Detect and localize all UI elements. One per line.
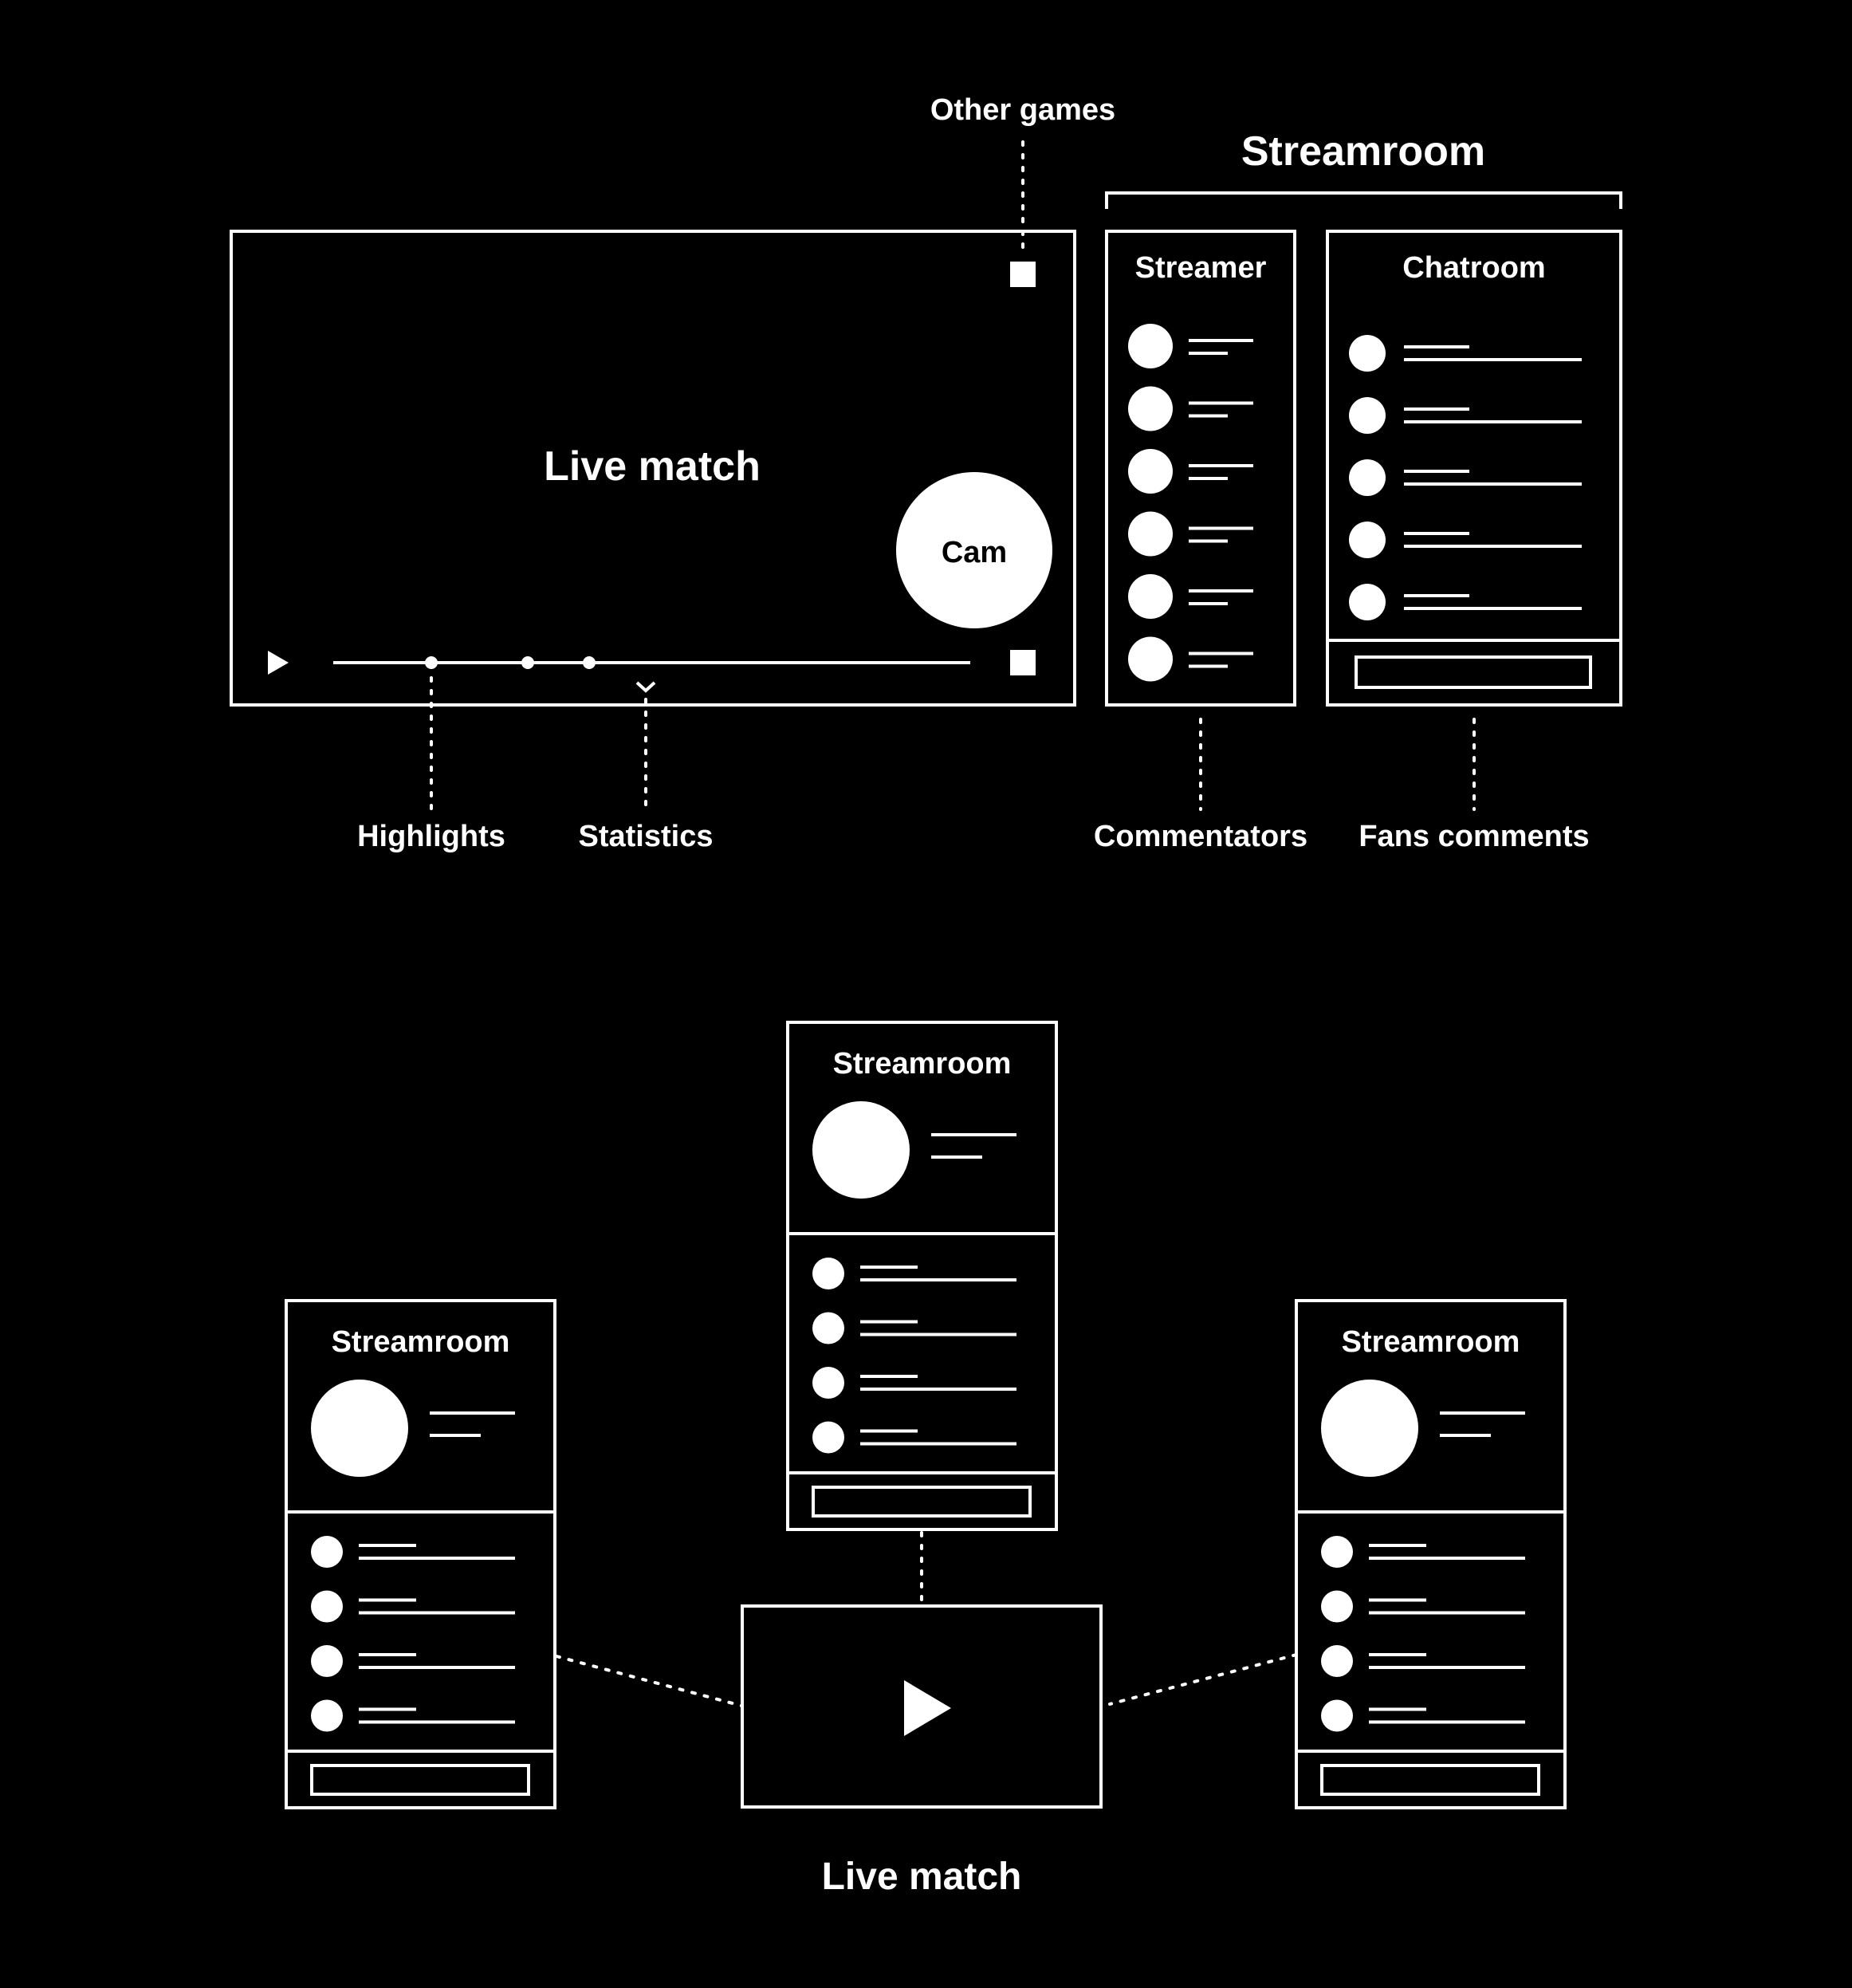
chat-message-row [311,1645,515,1677]
avatar [1349,584,1386,620]
commentators-label: Commentators [1094,820,1307,853]
avatar [1349,397,1386,434]
streamroom-bracket [1105,191,1622,209]
cam-bubble[interactable]: Cam [896,472,1052,628]
avatar [1128,574,1173,619]
fans-comments-label: Fans comments [1359,820,1589,853]
statistics-chevron-down-icon[interactable] [635,681,656,693]
avatar [1349,335,1386,372]
avatar [1321,1536,1353,1568]
other-games-label: Other games [930,93,1115,127]
connector-right [1108,1653,1298,1706]
avatar [812,1312,844,1344]
live-match-title: Live match [544,443,761,490]
chat-message-row [311,1699,515,1732]
streamroom-card[interactable]: Streamroom [285,1299,556,1809]
chat-message-row [1349,522,1582,558]
avatar [311,1536,343,1568]
streamroom-group-label: Streamroom [1241,128,1485,175]
chat-message-row [812,1367,1016,1399]
chat-input[interactable] [812,1486,1032,1518]
chat-message-row [812,1258,1016,1289]
chat-input[interactable] [1320,1764,1540,1796]
avatar [812,1258,844,1289]
chat-message-row [1321,1536,1525,1568]
play-icon[interactable] [904,1680,951,1736]
streamroom-card-title: Streamroom [332,1325,510,1359]
chat-message-row [1349,397,1582,434]
avatar [1128,386,1173,431]
chat-message-row [812,1421,1016,1454]
avatar [1349,459,1386,496]
chat-message-row [1321,1590,1525,1623]
streamer-row[interactable] [1128,574,1253,619]
avatar [1321,1590,1353,1623]
play-icon[interactable] [268,651,289,675]
streamer-row[interactable] [1128,511,1253,557]
avatar [812,1421,844,1454]
avatar [311,1645,343,1677]
bottom-live-match-label: Live match [822,1856,1022,1898]
streamroom-card[interactable]: Streamroom [1295,1299,1567,1809]
highlights-label: Highlights [357,820,505,853]
chat-message-row [1349,459,1582,496]
streamer-panel: Streamer [1105,230,1296,707]
streamer-row[interactable] [1128,636,1253,682]
streamer-panel-title: Streamer [1135,251,1267,285]
avatar [1349,522,1386,558]
streamroom-card-title: Streamroom [1342,1325,1520,1359]
streamer-row[interactable] [1128,324,1253,368]
chat-message-row [311,1536,515,1568]
chat-message-row [812,1312,1016,1344]
live-match-player[interactable]: Live match Cam [230,230,1076,707]
chat-input[interactable] [1355,655,1592,689]
fullscreen-button[interactable] [1010,650,1036,675]
chat-message-row [311,1590,515,1623]
connector-left [555,1655,743,1707]
other-games-button[interactable] [1010,262,1036,287]
chat-message-row [1349,335,1582,372]
chat-message-row [1349,584,1582,620]
streamer-avatar [1321,1380,1418,1477]
cam-label: Cam [942,536,1007,569]
avatar [311,1590,343,1623]
avatar [1321,1699,1353,1732]
chat-message-row [1321,1699,1525,1732]
streamroom-card-title: Streamroom [833,1047,1012,1081]
highlight-marker-2[interactable] [521,656,534,669]
chatroom-panel-title: Chatroom [1402,251,1545,285]
highlight-marker-3[interactable] [583,656,596,669]
avatar [1128,511,1173,557]
avatar [1321,1645,1353,1677]
avatar [1128,449,1173,494]
chat-input[interactable] [310,1764,530,1796]
center-live-match-player[interactable] [741,1604,1103,1809]
statistics-label: Statistics [579,820,714,853]
avatar [1128,636,1173,682]
streamer-avatar [812,1101,910,1199]
highlight-marker-1[interactable] [425,656,438,669]
avatar [812,1367,844,1399]
avatar [1128,324,1173,368]
avatar [311,1699,343,1732]
chat-message-row [1321,1645,1525,1677]
streamer-row[interactable] [1128,386,1253,431]
streamer-avatar [311,1380,408,1477]
streamroom-card[interactable]: Streamroom [786,1021,1058,1531]
streamer-row[interactable] [1128,449,1253,494]
chatroom-panel: Chatroom [1326,230,1622,707]
